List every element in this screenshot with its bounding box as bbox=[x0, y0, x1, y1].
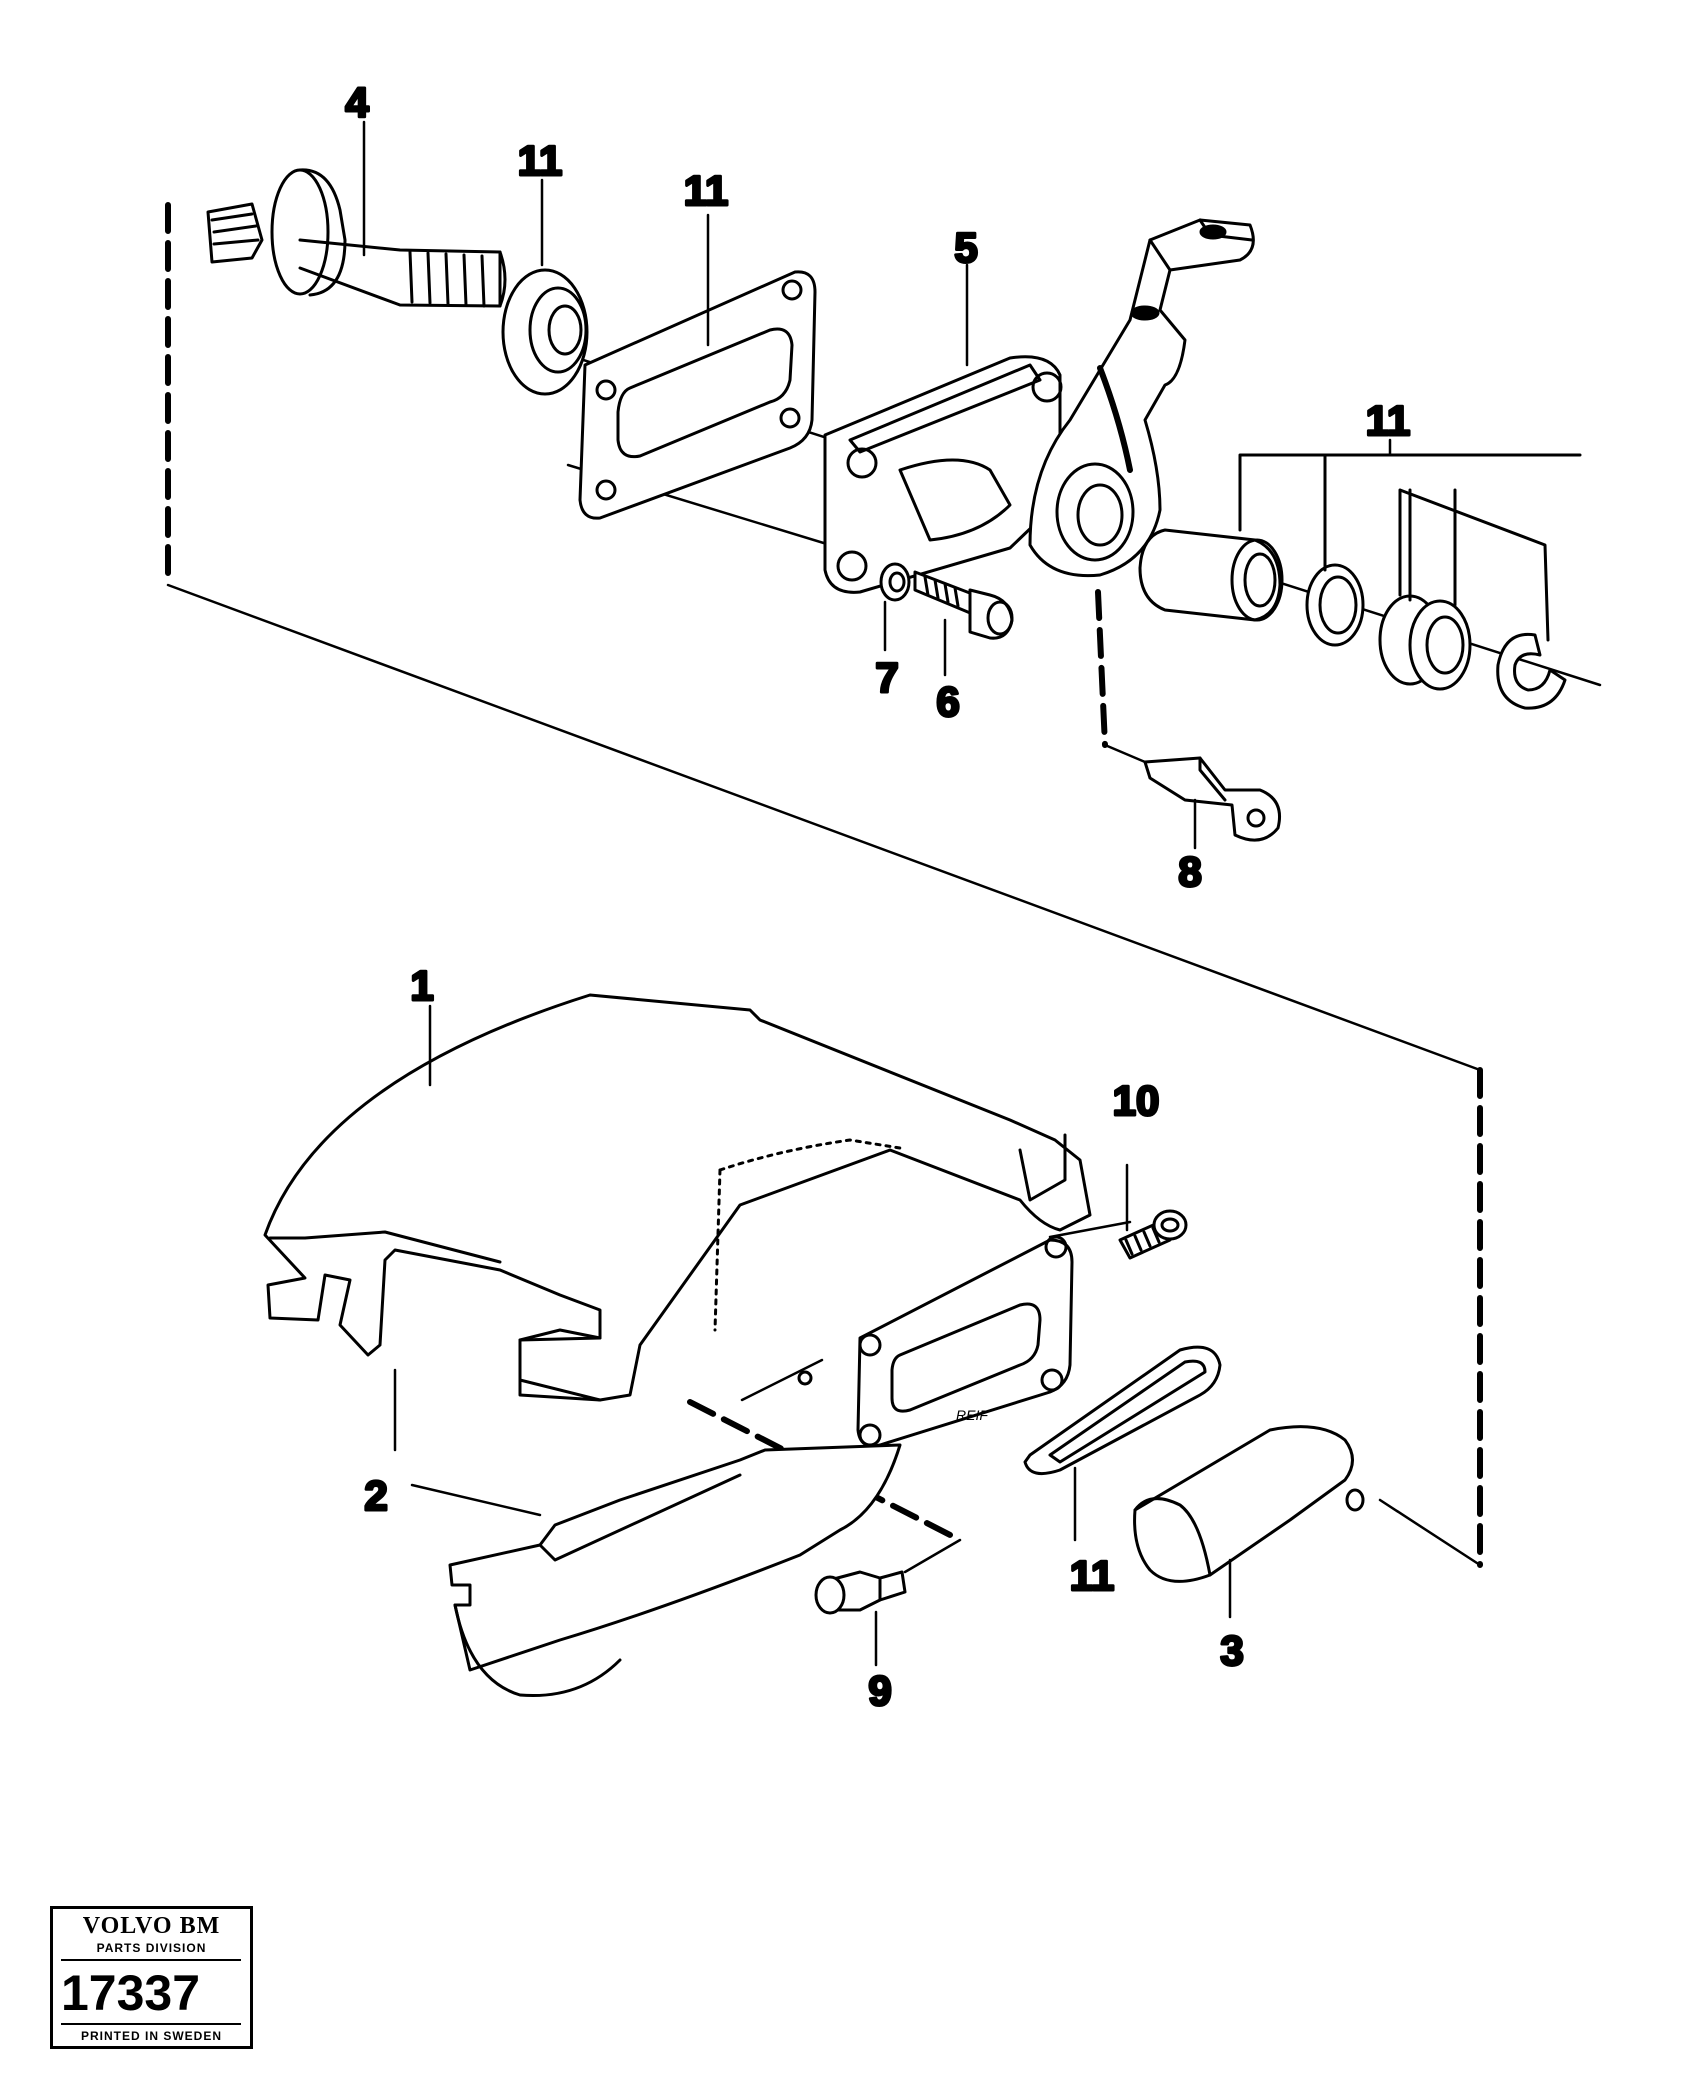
stamp-brand: VOLVO BM bbox=[82, 1913, 221, 1939]
part-7-washer bbox=[879, 562, 911, 602]
callout-7: 7 bbox=[875, 654, 898, 701]
callout-11-gasket: 11 bbox=[684, 167, 728, 214]
callout-1: 1 bbox=[410, 962, 433, 1009]
part-11-bushing-set bbox=[1138, 453, 1582, 710]
part-3-cover-block bbox=[1133, 1425, 1365, 1583]
callout-4: 4 bbox=[345, 79, 369, 126]
part-9-grease-nipple bbox=[814, 1570, 907, 1615]
callout-2: 2 bbox=[364, 1472, 387, 1519]
assembly-dashed-lines bbox=[165, 202, 1483, 1568]
part-6-bolt bbox=[913, 570, 1014, 640]
part-8-bracket bbox=[1143, 756, 1281, 842]
stamp-number: 17337 bbox=[61, 1959, 241, 2025]
part-1-quadrant-housing bbox=[263, 993, 1092, 1402]
part-marking: REIF bbox=[956, 1407, 989, 1423]
part-11-gasket bbox=[578, 270, 817, 520]
callout-6: 6 bbox=[936, 678, 959, 725]
part-2-quadrant-plate bbox=[448, 1443, 902, 1698]
leader-lines bbox=[362, 120, 1392, 1667]
callout-11-washer: 11 bbox=[518, 137, 562, 184]
part-5-lever-bracket bbox=[823, 218, 1255, 594]
callout-3: 3 bbox=[1220, 1627, 1243, 1674]
volvo-bm-parts-stamp: VOLVO BM PARTS DIVISION 17337 PRINTED IN… bbox=[50, 1906, 253, 2049]
callout-8: 8 bbox=[1178, 848, 1201, 895]
stamp-printed: PRINTED IN SWEDEN bbox=[80, 2029, 222, 2043]
part-4-splined-shaft bbox=[206, 168, 507, 308]
callout-labels: 1 2 3 4 5 6 7 8 9 10 11 11 11 11 bbox=[344, 78, 1412, 1716]
callout-5: 5 bbox=[954, 224, 977, 271]
callout-11-seal-ring: 11 bbox=[1070, 1552, 1114, 1599]
part-10-screw bbox=[1118, 1209, 1188, 1260]
callout-9: 9 bbox=[868, 1667, 891, 1714]
housing-flange: REIF bbox=[797, 1235, 1074, 1448]
part-11-seal-ring bbox=[1023, 1345, 1222, 1476]
stamp-division: PARTS DIVISION bbox=[96, 1941, 207, 1955]
part-11-washer bbox=[501, 268, 589, 396]
callout-11-bushing-set: 11 bbox=[1366, 397, 1410, 444]
callout-10: 10 bbox=[1113, 1077, 1160, 1124]
